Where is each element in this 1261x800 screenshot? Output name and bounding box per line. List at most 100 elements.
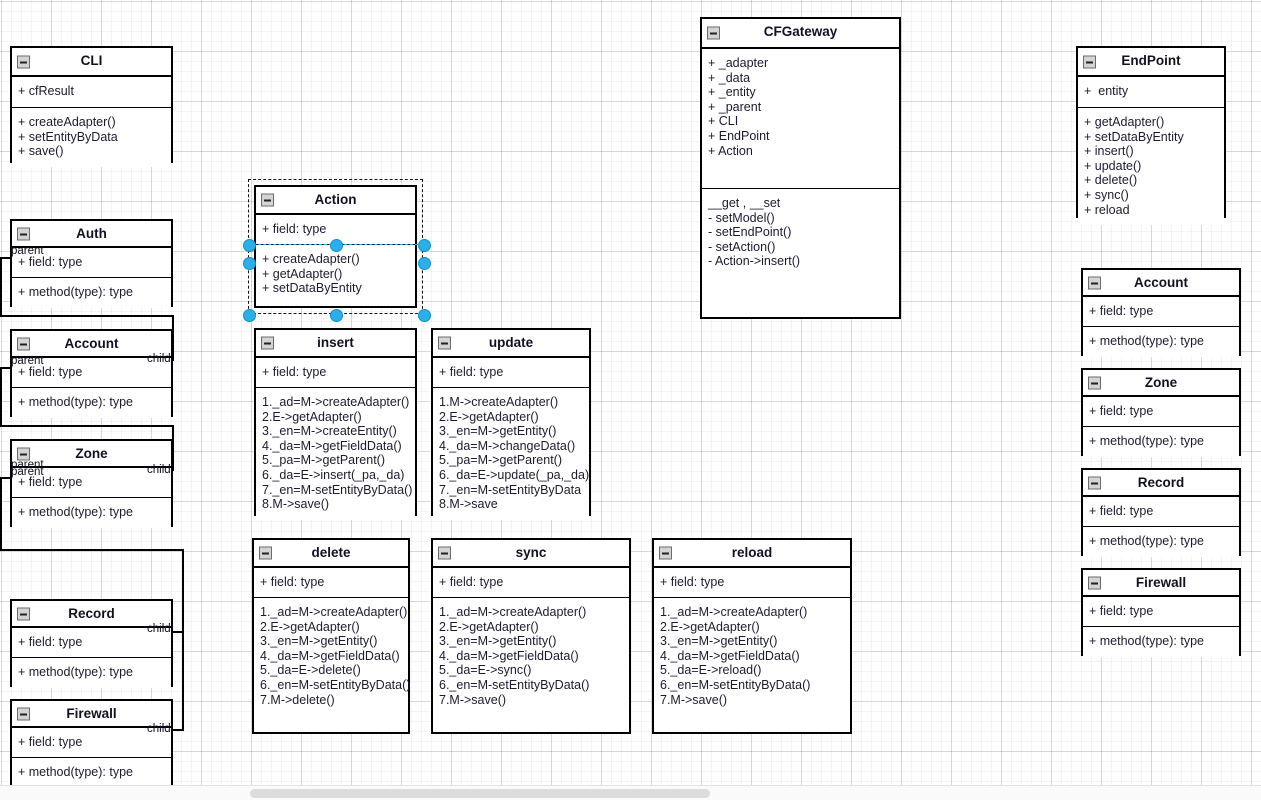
uml-attributes-account-left[interactable]: + field: type bbox=[12, 358, 171, 388]
uml-attributes-sync[interactable]: + field: type bbox=[433, 568, 629, 598]
uml-class-endpoint[interactable]: EndPoint+ entity+ getAdapter()+ setDataB… bbox=[1076, 46, 1226, 226]
uml-methods-delete[interactable]: 1._ad=M->createAdapter()2.E->getAdapter(… bbox=[254, 598, 410, 716]
uml-methods-firewall-right[interactable]: + method(type): type bbox=[1083, 627, 1239, 657]
handle-middle-left[interactable] bbox=[242, 257, 256, 271]
collapse-minus-icon[interactable] bbox=[438, 546, 451, 560]
collapse-minus-icon[interactable] bbox=[1083, 55, 1096, 68]
connector-label-record-child[interactable]: child bbox=[147, 623, 171, 635]
uml-methods-cli[interactable]: + createAdapter()+ setEntityByData+ save… bbox=[12, 108, 171, 167]
uml-methods-record-right[interactable]: + method(type): type bbox=[1083, 527, 1239, 557]
collapse-minus-icon[interactable] bbox=[17, 607, 30, 620]
uml-class-header-firewall-left[interactable]: Firewall bbox=[12, 701, 171, 728]
handle-bottom-right[interactable] bbox=[417, 308, 431, 322]
handle-top-center[interactable] bbox=[330, 238, 343, 252]
connector-segment-auth-to-account[interactable] bbox=[172, 315, 174, 361]
uml-class-zone-right[interactable]: Zone+ field: type+ method(type): type bbox=[1081, 368, 1241, 457]
uml-attributes-firewall-left[interactable]: + field: type bbox=[12, 728, 171, 758]
uml-methods-account-right[interactable]: + method(type): type bbox=[1083, 327, 1239, 357]
uml-class-header-cfgateway[interactable]: CFGateway bbox=[702, 19, 899, 49]
uml-methods-insert[interactable]: 1._ad=M->createAdapter()2.E->getAdapter(… bbox=[256, 388, 415, 520]
uml-methods-zone-left[interactable]: + method(type): type bbox=[12, 498, 171, 528]
collapse-minus-icon[interactable] bbox=[17, 55, 30, 68]
uml-methods-auth[interactable]: + method(type): type bbox=[12, 278, 171, 308]
uml-class-header-update[interactable]: update bbox=[433, 330, 589, 358]
uml-class-header-firewall-right[interactable]: Firewall bbox=[1083, 570, 1239, 597]
collapse-minus-icon[interactable] bbox=[17, 227, 30, 240]
uml-methods-account-left[interactable]: + method(type): type bbox=[12, 388, 171, 418]
uml-class-header-insert[interactable]: insert bbox=[256, 330, 415, 358]
uml-attributes-auth[interactable]: + field: type bbox=[12, 248, 171, 278]
uml-class-zone-left[interactable]: Zone+ field: type+ method(type): type bbox=[10, 439, 173, 528]
handle-middle-right[interactable] bbox=[417, 257, 431, 271]
uml-attributes-record-right[interactable]: + field: type bbox=[1083, 497, 1239, 527]
handle-top-left[interactable] bbox=[242, 238, 256, 252]
connector-label-zone-child[interactable]: child bbox=[147, 464, 171, 476]
uml-class-record-left[interactable]: Record+ field: type+ method(type): type bbox=[10, 599, 173, 688]
horizontal-scrollbar[interactable] bbox=[0, 785, 1261, 800]
connector-segment-zone-to-record[interactable] bbox=[182, 549, 184, 633]
uml-attributes-record-left[interactable]: + field: type bbox=[12, 628, 171, 658]
uml-attributes-zone-right[interactable]: + field: type bbox=[1083, 397, 1239, 427]
connector-label-zone-parent-upper[interactable]: parent bbox=[11, 459, 44, 471]
uml-class-firewall-left[interactable]: Firewall+ field: type+ method(type): typ… bbox=[10, 699, 173, 788]
connector-segment-zone-to-record[interactable] bbox=[0, 549, 184, 551]
collapse-minus-icon[interactable] bbox=[261, 336, 274, 350]
uml-methods-endpoint[interactable]: + getAdapter()+ setDataByEntity+ insert(… bbox=[1078, 108, 1224, 226]
uml-class-cli[interactable]: CLI+ cfResult+ createAdapter()+ setEntit… bbox=[10, 46, 173, 167]
connector-label-firewall-child[interactable]: child bbox=[147, 723, 171, 735]
uml-class-header-auth[interactable]: Auth bbox=[12, 221, 171, 248]
connector-segment-auth-to-account[interactable] bbox=[0, 257, 12, 259]
uml-class-header-delete[interactable]: delete bbox=[254, 540, 408, 568]
uml-class-header-zone-left[interactable]: Zone bbox=[12, 441, 171, 468]
connector-segment-zone-to-record[interactable] bbox=[0, 477, 12, 479]
uml-methods-action[interactable]: + createAdapter()+ getAdapter()+ setData… bbox=[256, 245, 415, 304]
connector-label-account-child[interactable]: child bbox=[147, 353, 171, 365]
uml-class-firewall-right[interactable]: Firewall+ field: type+ method(type): typ… bbox=[1081, 568, 1241, 657]
uml-attributes-insert[interactable]: + field: type bbox=[256, 358, 415, 388]
connector-segment-account-to-zone[interactable] bbox=[0, 425, 174, 427]
handle-bottom-center[interactable] bbox=[330, 308, 343, 322]
collapse-minus-icon[interactable] bbox=[659, 546, 672, 560]
collapse-minus-icon[interactable] bbox=[17, 337, 30, 350]
uml-class-header-record-left[interactable]: Record bbox=[12, 601, 171, 628]
uml-class-header-account-right[interactable]: Account bbox=[1083, 270, 1239, 297]
uml-class-header-account-left[interactable]: Account bbox=[12, 331, 171, 358]
handle-bottom-left[interactable] bbox=[242, 308, 256, 322]
collapse-minus-icon[interactable] bbox=[707, 26, 720, 40]
collapse-minus-icon[interactable] bbox=[1088, 376, 1101, 389]
collapse-minus-icon[interactable] bbox=[1088, 576, 1101, 589]
connector-segment-auth-to-account[interactable] bbox=[0, 315, 174, 317]
collapse-minus-icon[interactable] bbox=[259, 546, 272, 560]
connector-segment-zone-to-firewall[interactable] bbox=[182, 631, 184, 731]
uml-class-auth[interactable]: Auth+ field: type+ method(type): type bbox=[10, 219, 173, 308]
connector-segment-zone-to-record[interactable] bbox=[170, 631, 184, 633]
uml-methods-cfgateway[interactable]: __get , __set- setModel()- setEndPoint()… bbox=[702, 189, 899, 277]
uml-attributes-endpoint[interactable]: + entity bbox=[1078, 77, 1224, 108]
collapse-minus-icon[interactable] bbox=[1088, 276, 1101, 289]
collapse-minus-icon[interactable] bbox=[438, 336, 451, 350]
collapse-minus-icon[interactable] bbox=[261, 193, 274, 207]
connector-segment-auth-to-account[interactable] bbox=[0, 257, 2, 317]
connector-segment-zone-to-firewall[interactable] bbox=[170, 729, 184, 731]
uml-attributes-zone-left[interactable]: + field: type bbox=[12, 468, 171, 498]
uml-attributes-reload[interactable]: + field: type bbox=[654, 568, 850, 598]
uml-class-header-endpoint[interactable]: EndPoint bbox=[1078, 48, 1224, 77]
uml-class-header-action[interactable]: Action bbox=[256, 187, 415, 215]
uml-class-record-right[interactable]: Record+ field: type+ method(type): type bbox=[1081, 468, 1241, 557]
connector-segment-zone-to-record[interactable] bbox=[0, 477, 2, 551]
uml-methods-zone-right[interactable]: + method(type): type bbox=[1083, 427, 1239, 457]
uml-class-account-left[interactable]: Account+ field: type+ method(type): type bbox=[10, 329, 173, 418]
connector-segment-account-to-zone[interactable] bbox=[172, 425, 174, 471]
horizontal-scrollbar-thumb[interactable] bbox=[250, 789, 710, 798]
uml-class-account-right[interactable]: Account+ field: type+ method(type): type bbox=[1081, 268, 1241, 357]
uml-attributes-firewall-right[interactable]: + field: type bbox=[1083, 597, 1239, 627]
connector-label-account-parent[interactable]: parent bbox=[11, 355, 44, 367]
uml-attributes-update[interactable]: + field: type bbox=[433, 358, 589, 388]
uml-class-header-reload[interactable]: reload bbox=[654, 540, 850, 568]
collapse-minus-icon[interactable] bbox=[17, 447, 30, 460]
uml-methods-record-left[interactable]: + method(type): type bbox=[12, 658, 171, 688]
